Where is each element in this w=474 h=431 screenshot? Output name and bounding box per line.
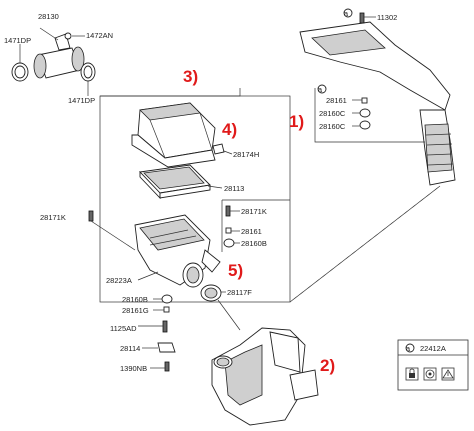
warning-symbol-icon xyxy=(441,367,455,381)
label-28160C-b: 28160C xyxy=(319,122,346,131)
circle-a-bracket: a xyxy=(318,85,323,94)
label-1471DP-right: 1471DP xyxy=(68,96,95,105)
label-1390NB: 1390NB xyxy=(120,364,147,373)
label-28161G: 28161G xyxy=(122,306,149,315)
callout-4: 4) xyxy=(222,120,237,139)
label-1472AN: 1472AN xyxy=(86,31,113,40)
air-cleaner-cover-drawing xyxy=(131,102,216,168)
label-28160B-low: 28160B xyxy=(122,295,148,304)
label-1471DP-left: 1471DP xyxy=(4,36,31,45)
label-28161-top: 28161 xyxy=(326,96,347,105)
callout-1: 1) xyxy=(289,112,304,131)
label-28113: 28113 xyxy=(224,184,244,193)
label-22412A: 22412A xyxy=(420,344,446,353)
intake-duct-drawing xyxy=(211,327,319,426)
label-28171K-left: 28171K xyxy=(40,213,66,222)
callout-5: 5) xyxy=(228,261,243,280)
legend-box: a 22412A xyxy=(397,339,469,391)
intake-duct-resonator-drawing xyxy=(299,21,456,186)
label-28171K-right: 28171K xyxy=(241,207,267,216)
label-1125AD: 1125AD xyxy=(110,324,137,333)
callout-2: 2) xyxy=(320,356,335,375)
label-28114: 28114 xyxy=(120,344,140,353)
maf-sensor-drawing xyxy=(11,32,96,82)
callout-3: 3) xyxy=(183,67,198,86)
lock-icon xyxy=(405,367,419,381)
label-28130: 28130 xyxy=(38,12,59,21)
label-28160B-right: 28160B xyxy=(241,239,267,248)
label-11302: 11302 xyxy=(377,13,397,22)
label-28117F: 28117F xyxy=(227,288,252,297)
resonator-bracket-line xyxy=(314,88,380,143)
label-28174H: 28174H xyxy=(233,150,259,159)
air-filter-element-drawing xyxy=(139,164,211,200)
air-cleaner-assembly-frame xyxy=(99,95,291,303)
circle-a-top: a xyxy=(344,9,349,18)
air-cleaner-body-drawing xyxy=(134,214,221,288)
engine-symbol-icon xyxy=(423,367,437,381)
label-28161-mid: 28161 xyxy=(241,227,262,236)
label-28160C-a: 28160C xyxy=(319,109,346,118)
label-28223A: 28223A xyxy=(106,276,132,285)
circle-a-legend: a xyxy=(406,344,411,353)
assembly-frame-top xyxy=(100,88,241,97)
